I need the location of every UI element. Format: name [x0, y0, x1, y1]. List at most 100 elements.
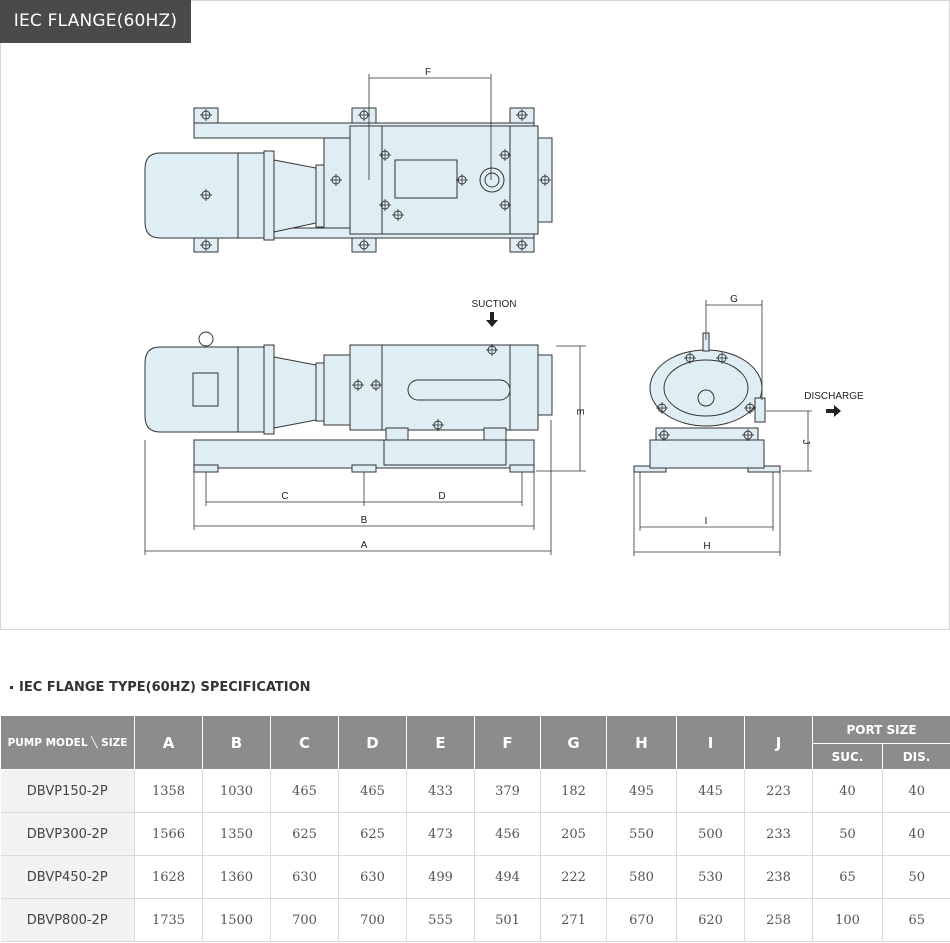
value-cell: 1350: [202, 812, 271, 856]
value-cell: 205: [540, 812, 607, 856]
dimension-h: [633, 472, 781, 556]
value-cell: 65: [881, 898, 950, 942]
spec-table: PUMP MODEL ╲ SIZE A B C D E F G H I J PO…: [0, 716, 950, 942]
value-cell: 1628: [134, 855, 203, 899]
value-cell: 550: [606, 812, 677, 856]
label-discharge: DISCHARGE: [804, 391, 864, 402]
header-dis: DIS.: [881, 743, 950, 770]
value-cell: 271: [540, 898, 607, 942]
section-title-text: IEC FLANGE TYPE(60HZ) SPECIFICATION: [19, 680, 311, 695]
header-col: F: [474, 716, 541, 770]
dimension-j: [766, 410, 812, 472]
model-cell: DBVP800-2P: [0, 898, 135, 942]
value-cell: 1360: [202, 855, 271, 899]
dimension-i: [639, 472, 774, 531]
drawing-panel: [0, 0, 950, 630]
value-cell: 530: [676, 855, 745, 899]
label-h: H: [703, 541, 710, 552]
value-cell: 1735: [134, 898, 203, 942]
table-header-row: PUMP MODEL ╲ SIZE A B C D E F G H I J PO…: [0, 716, 950, 770]
header-col: J: [744, 716, 813, 770]
pump-drawing: F SUCTION E: [144, 67, 864, 556]
header-col: E: [406, 716, 475, 770]
label-d: D: [438, 491, 445, 502]
header-col: D: [338, 716, 407, 770]
label-j: J: [800, 440, 811, 445]
value-cell: 65: [812, 855, 883, 899]
bullet-icon: [10, 686, 13, 689]
value-cell: 670: [606, 898, 677, 942]
label-g: G: [730, 294, 738, 305]
header-col: H: [606, 716, 677, 770]
value-cell: 40: [881, 812, 950, 856]
model-cell: DBVP450-2P: [0, 855, 135, 899]
value-cell: 40: [881, 769, 950, 813]
value-cell: 40: [812, 769, 883, 813]
value-cell: 1500: [202, 898, 271, 942]
top-view: [144, 107, 553, 253]
value-cell: 494: [474, 855, 541, 899]
value-cell: 473: [406, 812, 475, 856]
header-col: I: [676, 716, 745, 770]
value-cell: 625: [338, 812, 407, 856]
value-cell: 50: [881, 855, 950, 899]
value-cell: 379: [474, 769, 541, 813]
dimension-f: [368, 74, 492, 180]
header-col: A: [134, 716, 203, 770]
value-cell: 700: [338, 898, 407, 942]
value-cell: 700: [270, 898, 339, 942]
dimension-b: [193, 472, 535, 530]
label-a: A: [361, 540, 368, 551]
value-cell: 445: [676, 769, 745, 813]
section-title: IEC FLANGE TYPE(60HZ) SPECIFICATION: [10, 680, 311, 695]
header-port-size: PORT SIZE: [811, 716, 950, 744]
value-cell: 233: [744, 812, 813, 856]
value-cell: 465: [338, 769, 407, 813]
table-subheader-row: SUC. DIS.: [1, 743, 950, 770]
value-cell: 555: [406, 898, 475, 942]
page-badge: IEC FLANGE(60HZ): [0, 0, 191, 43]
dimension-e: [536, 345, 586, 472]
suction-arrow: [486, 312, 498, 327]
label-e: E: [574, 409, 585, 416]
value-cell: 433: [406, 769, 475, 813]
value-cell: 501: [474, 898, 541, 942]
value-cell: 495: [606, 769, 677, 813]
value-cell: 238: [744, 855, 813, 899]
discharge-arrow: [826, 405, 841, 417]
label-c: C: [281, 491, 288, 502]
header-col: G: [540, 716, 607, 770]
model-cell: DBVP150-2P: [0, 769, 135, 813]
dimension-cd: [205, 472, 523, 506]
label-f: F: [425, 67, 431, 78]
dimension-g: [705, 300, 763, 400]
value-cell: 50: [812, 812, 883, 856]
value-cell: 630: [338, 855, 407, 899]
value-cell: 258: [744, 898, 813, 942]
value-cell: 499: [406, 855, 475, 899]
front-view: [633, 332, 781, 473]
value-cell: 620: [676, 898, 745, 942]
value-cell: 465: [270, 769, 339, 813]
value-cell: 1566: [134, 812, 203, 856]
value-cell: 223: [744, 769, 813, 813]
label-suction: SUCTION: [472, 299, 517, 310]
value-cell: 182: [540, 769, 607, 813]
value-cell: 1030: [202, 769, 271, 813]
model-cell: DBVP300-2P: [0, 812, 135, 856]
dimension-a: [144, 420, 552, 555]
value-cell: 630: [270, 855, 339, 899]
value-cell: 456: [474, 812, 541, 856]
header-col: B: [202, 716, 271, 770]
value-cell: 500: [676, 812, 745, 856]
value-cell: 625: [270, 812, 339, 856]
header-model: PUMP MODEL ╲ SIZE: [0, 716, 135, 770]
value-cell: 100: [812, 898, 883, 942]
header-col: C: [270, 716, 339, 770]
value-cell: 580: [606, 855, 677, 899]
value-cell: 1358: [134, 769, 203, 813]
label-i: I: [705, 516, 708, 527]
